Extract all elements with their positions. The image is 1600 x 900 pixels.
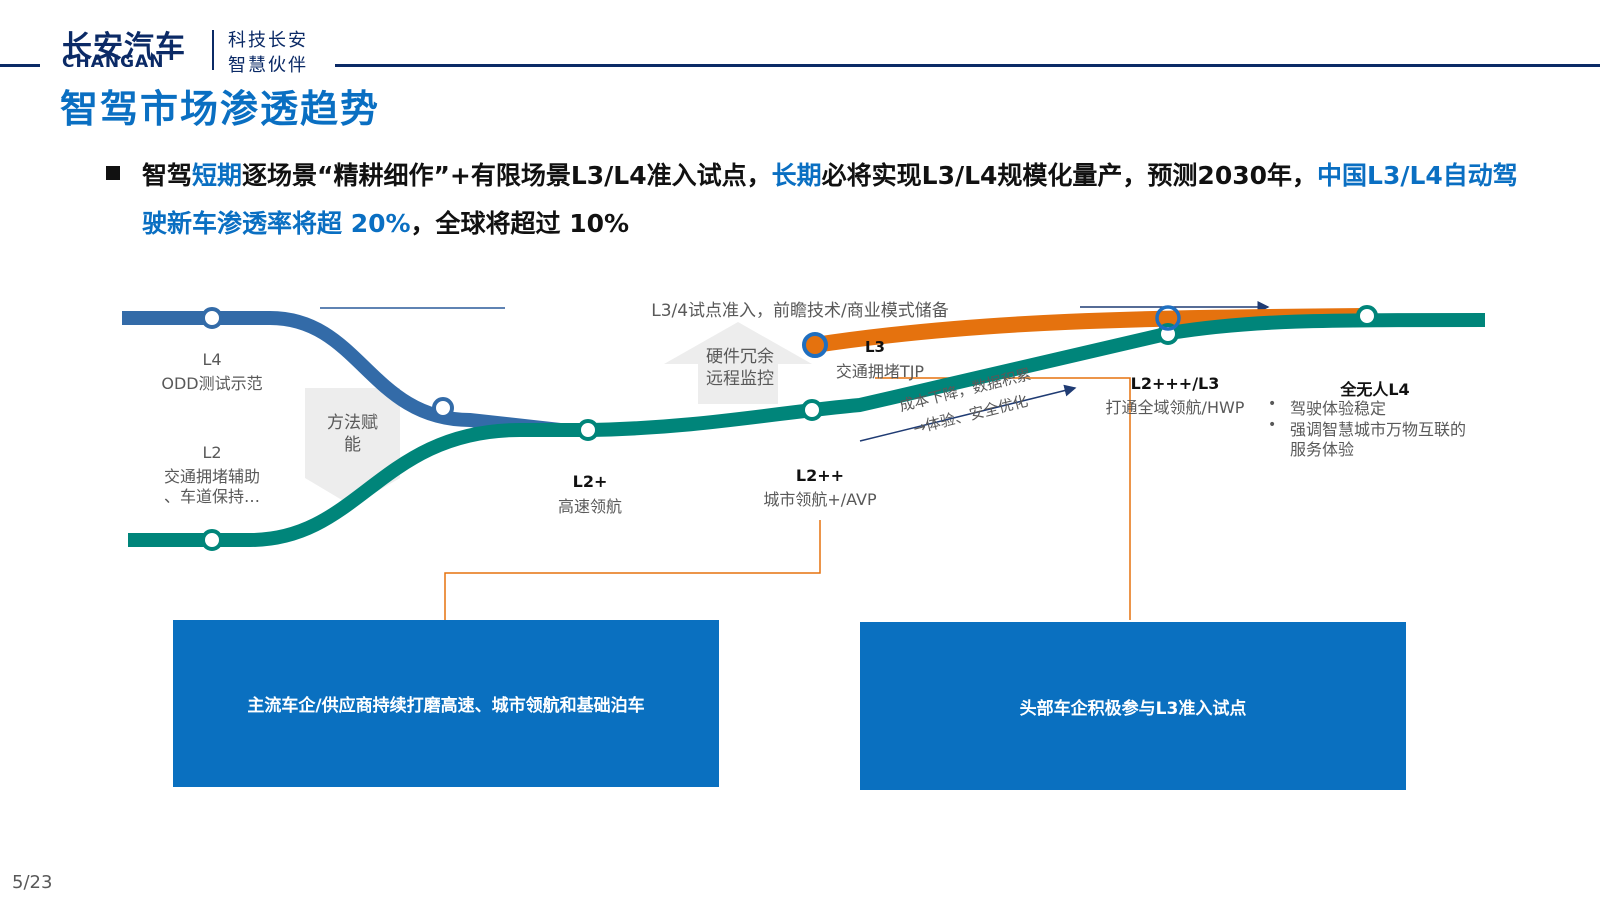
page-number: 5/23 <box>12 872 53 893</box>
logo-cn: 长安汽车 <box>62 30 186 65</box>
box-leading-pilot: 头部车企积极参与L3准入试点 <box>860 622 1406 790</box>
l2-title: L2 <box>202 443 222 462</box>
summary-highlight-china: 中国L3/L4自动驾驶新车渗透率将超 20% <box>142 161 1518 238</box>
hardware-label-line2: 远程监控 <box>706 369 774 389</box>
node-l4-merge <box>432 397 454 419</box>
logo-separator <box>212 30 214 70</box>
summary-text: 智驾短期逐场景“精耕细作”+有限场景L3/L4准入试点，长期必将实现L3/L4规… <box>142 152 1542 248</box>
method-label-line1: 方法赋 <box>327 413 378 433</box>
feature-bullet: • <box>1268 396 1277 412</box>
summary-part: 智驾 <box>142 161 193 190</box>
l3-title: L3 <box>865 338 885 356</box>
l3-description: 交通拥堵TJP <box>835 362 925 381</box>
node-l3-start <box>802 332 828 358</box>
header-rule-gap <box>40 60 335 70</box>
node-l2-plusplus <box>801 399 823 421</box>
node-l4 <box>201 307 223 329</box>
node-l2 <box>201 529 223 551</box>
hardware-label-line1: 硬件冗余 <box>706 347 774 367</box>
pilot-caption: L3/4试点准入，前瞻技术/商业模式储备 <box>651 301 949 321</box>
full-l4-feature-3: 服务体验 <box>1290 440 1355 459</box>
main-track <box>128 313 1486 547</box>
trend-arrow-diagonal <box>859 384 1077 442</box>
connector-left <box>444 520 821 620</box>
node-l2-plus <box>577 419 599 441</box>
method-label-line2: 能 <box>344 435 361 455</box>
summary-part: 逐场景“精耕细作”+有限场景L3/L4准入试点， <box>242 161 772 190</box>
l4-description: ODD测试示范 <box>161 374 263 393</box>
full-l4-feature-1: 驾驶体验稳定 <box>1290 399 1387 418</box>
header-rule <box>0 64 1600 67</box>
bullet-square-icon <box>106 166 120 180</box>
summary-highlight-long-term: 长期 <box>771 161 822 190</box>
l2-plusplus-title: L2++ <box>795 466 845 485</box>
l2-plusplus-description: 城市领航+/AVP <box>763 490 877 509</box>
full-l4-feature-2: 强调智慧城市万物互联的 <box>1290 420 1467 439</box>
node-full-l4 <box>1356 305 1378 327</box>
l2-plusplusplus-title: L2+++/L3 <box>1130 374 1220 393</box>
page-title: 智驾市场渗透趋势 <box>60 87 381 131</box>
summary-highlight-short-term: 短期 <box>192 161 243 190</box>
l2-description-line1: 交通拥堵辅助 <box>163 467 260 486</box>
l2-plusplusplus-description: 打通全域领航/HWP <box>1105 398 1245 417</box>
feature-bullet: • <box>1268 417 1277 433</box>
hardware-up-arrow <box>664 322 812 404</box>
box-mainstream: 主流车企/供应商持续打磨高速、城市领航和基础泊车 <box>173 620 719 787</box>
slogan-line2: 智慧伙伴 <box>228 55 308 76</box>
full-l4-title: 全无人L4 <box>1340 380 1410 399</box>
summary-part: 必将实现L3/L4规模化量产，预测2030年， <box>821 161 1318 190</box>
logo-en: CHANGAN <box>62 52 165 72</box>
summary-part: ，全球将超过 10% <box>410 209 630 238</box>
l2-plus-title: L2+ <box>572 472 608 491</box>
node-l3-join <box>1155 305 1181 331</box>
l2-plus-description: 高速领航 <box>557 497 622 516</box>
l4-title: L4 <box>202 350 222 369</box>
slogan-line1: 科技长安 <box>228 30 308 51</box>
l2-description-line2: 、车道保持… <box>163 487 260 506</box>
